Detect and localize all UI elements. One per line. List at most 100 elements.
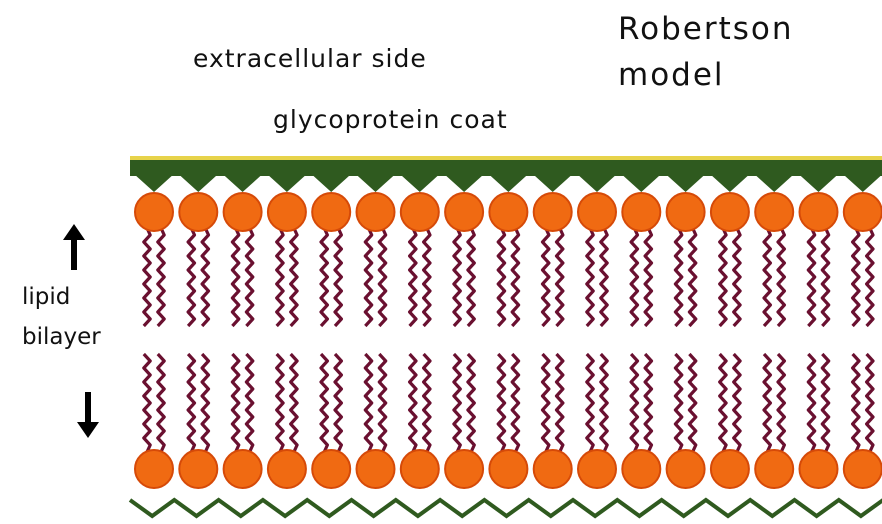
glycoprotein-coat-label: glycoprotein coat	[273, 107, 508, 132]
lower-fatty-acid-tail	[808, 354, 814, 452]
lower-leaflet	[135, 354, 882, 488]
upper-phospholipid	[800, 193, 838, 326]
lower-fatty-acid-tail	[631, 354, 637, 452]
upper-fatty-acid-tail	[543, 228, 549, 326]
upper-polar-head	[755, 193, 793, 231]
lower-fatty-acid-tail	[321, 354, 327, 452]
upper-fatty-acid-tail	[601, 228, 607, 326]
upper-fatty-acid-tail	[720, 228, 726, 326]
lipid-bilayer-label-line2: bilayer	[22, 326, 101, 349]
upper-fatty-acid-tail	[291, 228, 297, 326]
upper-fatty-acid-tail	[232, 228, 238, 326]
upper-phospholipid	[401, 193, 439, 326]
lower-phospholipid	[268, 354, 306, 488]
lower-fatty-acid-tail	[512, 354, 518, 452]
lower-phospholipid	[135, 354, 173, 488]
lower-fatty-acid-tail	[424, 354, 430, 452]
lower-fatty-acid-tail	[587, 354, 593, 452]
lower-phospholipid	[578, 354, 616, 488]
lower-fatty-acid-tail	[144, 354, 150, 452]
upper-phospholipid	[135, 193, 173, 326]
lower-fatty-acid-tail	[734, 354, 740, 452]
upper-fatty-acid-tail	[867, 228, 873, 326]
upper-phospholipid	[312, 193, 350, 326]
upper-fatty-acid-tail	[764, 228, 770, 326]
upper-phospholipid	[179, 193, 217, 326]
upper-phospholipid	[755, 193, 793, 326]
lower-phospholipid	[800, 354, 838, 488]
upper-polar-head	[445, 193, 483, 231]
lower-polar-head	[711, 450, 749, 488]
upper-polar-head	[800, 193, 838, 231]
lower-polar-head	[622, 450, 660, 488]
lower-fatty-acid-tail	[365, 354, 371, 452]
upper-phospholipid	[578, 193, 616, 326]
lower-phospholipid	[445, 354, 483, 488]
lower-polar-head	[445, 450, 483, 488]
upper-polar-head	[711, 193, 749, 231]
upper-phospholipid	[268, 193, 306, 326]
upper-phospholipid	[489, 193, 527, 326]
lower-polar-head	[135, 450, 173, 488]
lower-fatty-acid-tail	[188, 354, 194, 452]
lower-fatty-acid-tail	[335, 354, 341, 452]
lower-fatty-acid-tail	[853, 354, 859, 452]
upper-polar-head	[401, 193, 439, 231]
lower-polar-head	[179, 450, 217, 488]
lower-fatty-acid-tail	[557, 354, 563, 452]
upper-fatty-acid-tail	[645, 228, 651, 326]
upper-phospholipid	[844, 193, 882, 326]
upper-polar-head	[534, 193, 572, 231]
lower-phospholipid	[844, 354, 882, 488]
lower-fatty-acid-tail	[720, 354, 726, 452]
lower-fatty-acid-tail	[379, 354, 385, 452]
upper-fatty-acid-tail	[587, 228, 593, 326]
lower-fatty-acid-tail	[645, 354, 651, 452]
upper-phospholipid	[357, 193, 395, 326]
lower-fatty-acid-tail	[543, 354, 549, 452]
lower-fatty-acid-tail	[778, 354, 784, 452]
upper-fatty-acid-tail	[144, 228, 150, 326]
lipid-bilayer-label-line1: lipid	[22, 286, 70, 309]
upper-fatty-acid-tail	[188, 228, 194, 326]
upper-fatty-acid-tail	[778, 228, 784, 326]
upper-polar-head	[179, 193, 217, 231]
upper-fatty-acid-tail	[246, 228, 252, 326]
upper-phospholipid	[667, 193, 705, 326]
upper-fatty-acid-tail	[277, 228, 283, 326]
lower-phospholipid	[534, 354, 572, 488]
lower-fatty-acid-tail	[764, 354, 770, 452]
upper-phospholipid	[534, 193, 572, 326]
upper-phospholipid	[711, 193, 749, 326]
lower-phospholipid	[711, 354, 749, 488]
arrow-down-icon	[76, 392, 100, 438]
upper-leaflet	[135, 193, 882, 326]
upper-fatty-acid-tail	[557, 228, 563, 326]
upper-fatty-acid-tail	[379, 228, 385, 326]
upper-fatty-acid-tail	[734, 228, 740, 326]
lower-fatty-acid-tail	[232, 354, 238, 452]
upper-polar-head	[135, 193, 173, 231]
lower-polar-head	[489, 450, 527, 488]
upper-fatty-acid-tail	[512, 228, 518, 326]
upper-fatty-acid-tail	[424, 228, 430, 326]
lower-fatty-acid-tail	[675, 354, 681, 452]
lower-phospholipid	[357, 354, 395, 488]
model-title-line2: model	[618, 60, 725, 91]
lower-polar-head	[844, 450, 882, 488]
upper-fatty-acid-tail	[410, 228, 416, 326]
lower-fatty-acid-tail	[291, 354, 297, 452]
upper-polar-head	[224, 193, 262, 231]
lower-phospholipid	[401, 354, 439, 488]
lower-fatty-acid-tail	[410, 354, 416, 452]
upper-fatty-acid-tail	[202, 228, 208, 326]
lower-polar-head	[755, 450, 793, 488]
upper-phospholipid	[445, 193, 483, 326]
lower-fatty-acid-tail	[277, 354, 283, 452]
upper-polar-head	[844, 193, 882, 231]
upper-fatty-acid-tail	[631, 228, 637, 326]
lower-fatty-acid-tail	[689, 354, 695, 452]
upper-fatty-acid-tail	[468, 228, 474, 326]
coat-zigzag-bottom	[130, 500, 882, 516]
